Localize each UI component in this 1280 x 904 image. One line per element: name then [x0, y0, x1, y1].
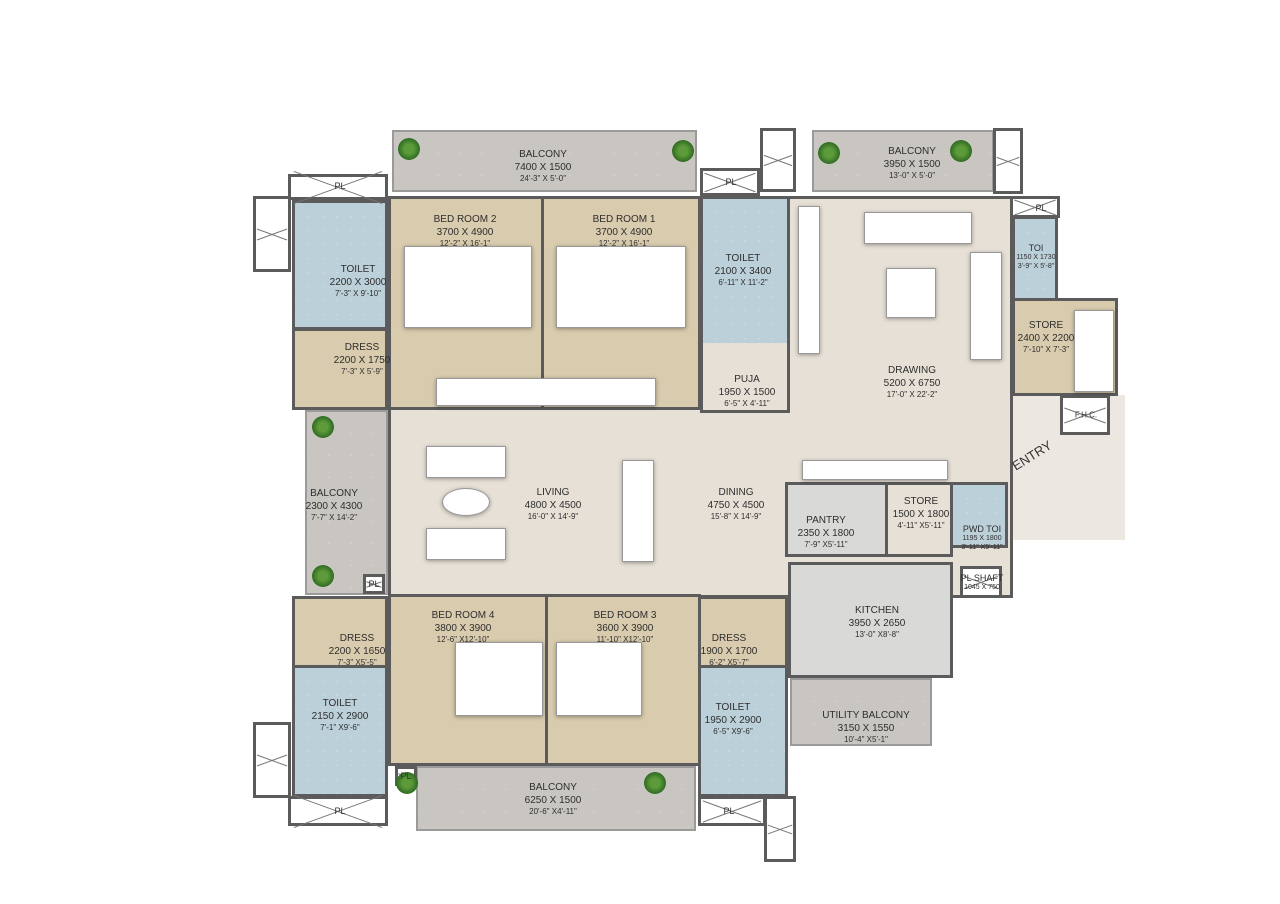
duct — [993, 128, 1023, 194]
pl-shaft — [288, 174, 388, 200]
kitchen — [788, 562, 953, 678]
toilet-bottom-left — [292, 665, 388, 797]
bed — [455, 642, 543, 716]
dining-table — [622, 460, 654, 562]
pl-shaft — [288, 796, 388, 826]
store-mid — [885, 482, 953, 557]
duct — [253, 196, 291, 272]
plant-icon — [312, 565, 334, 587]
plant-icon — [396, 772, 418, 794]
duct — [760, 128, 796, 192]
bed — [404, 246, 532, 328]
plant-icon — [950, 140, 972, 162]
plant-icon — [644, 772, 666, 794]
toi — [1012, 216, 1058, 302]
plant-icon — [672, 140, 694, 162]
dress-bottom-right — [698, 596, 788, 668]
plant-icon — [398, 138, 420, 160]
balcony-top-left — [392, 130, 697, 192]
pwd-toi — [950, 482, 1008, 548]
dress-top-left — [292, 328, 388, 410]
coffee-table — [886, 268, 936, 318]
pl-label: PL — [334, 806, 346, 816]
pl-shaft — [700, 168, 760, 196]
console — [802, 460, 948, 480]
fhc-label: F.H.C. — [1074, 410, 1098, 420]
sofa — [864, 212, 972, 244]
fhc-box — [1060, 395, 1110, 435]
pl-label: PL — [368, 579, 380, 589]
sofa — [426, 446, 506, 478]
utility-balcony — [790, 678, 932, 746]
pl-shaft-box — [960, 566, 1002, 598]
duct — [253, 722, 291, 798]
pantry — [785, 482, 888, 557]
pl-shaft — [1010, 196, 1060, 218]
sofa — [970, 252, 1002, 360]
pl-label: PL — [400, 771, 412, 781]
balcony-side — [305, 410, 388, 595]
pl-label: PL — [723, 806, 735, 816]
pl-shaft — [363, 574, 385, 594]
pl-label: PL — [725, 177, 737, 187]
toilet-top-right — [700, 196, 790, 346]
sofa — [426, 528, 506, 560]
pl-label: PL — [334, 181, 346, 191]
plant-icon — [312, 416, 334, 438]
wardrobe — [798, 206, 820, 354]
store-rack — [1074, 310, 1114, 392]
pl-label: PL — [1035, 203, 1047, 213]
duct — [764, 796, 796, 862]
toilet-bottom-right — [698, 665, 788, 797]
wardrobe — [436, 378, 656, 406]
bed — [556, 642, 642, 716]
bed — [556, 246, 686, 328]
center-table — [442, 488, 490, 516]
puja-room — [700, 343, 790, 413]
plant-icon — [818, 142, 840, 164]
pl-shaft — [698, 796, 766, 826]
